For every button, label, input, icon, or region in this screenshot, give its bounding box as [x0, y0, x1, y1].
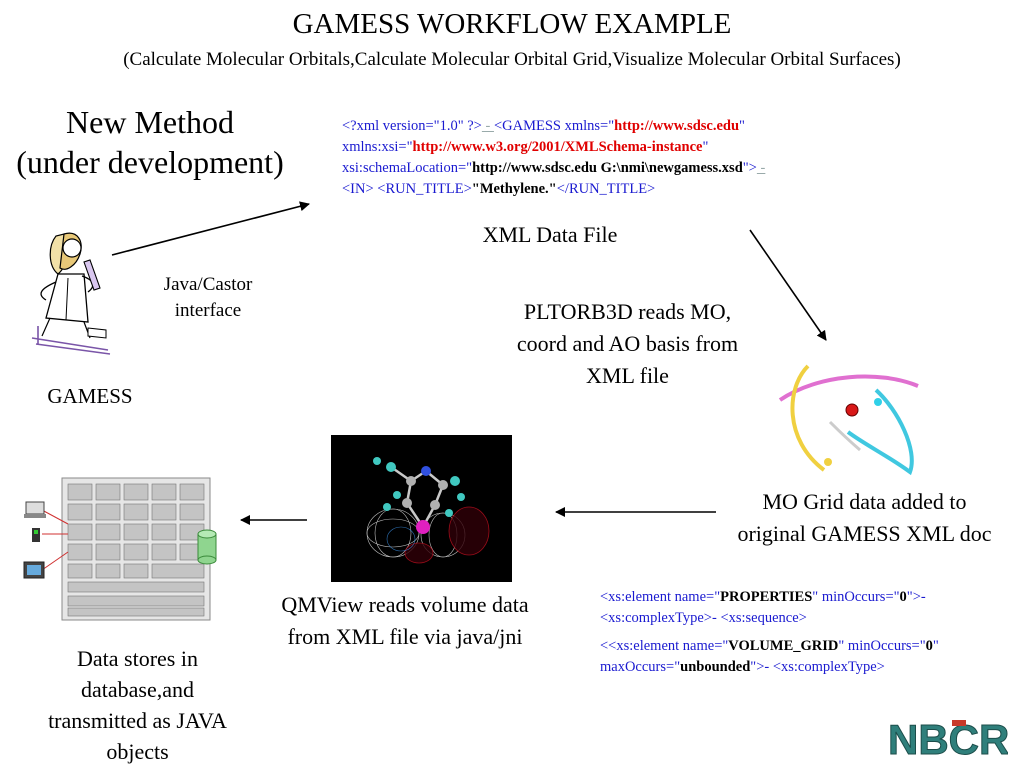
gamess-label: GAMESS: [47, 384, 133, 408]
pltorb-line2: coord and AO basis from: [516, 331, 739, 356]
molecule-visualization: [331, 435, 512, 582]
page-subtitle: (Calculate Molecular Orbitals,Calculate …: [123, 49, 901, 70]
mo-grid-line1: MO Grid data added to: [762, 489, 967, 514]
orbital-graphic: [778, 364, 919, 476]
nbcr-logo: NBCR: [888, 716, 1009, 763]
pltorb-label: PLTORB3D reads MO, coord and AO basis fr…: [480, 296, 775, 392]
xml-run-title-value: "Methylene.": [471, 181, 557, 197]
java-castor-label: Java/Castor interface: [138, 272, 278, 324]
schema-snippet-volume-grid: <<xs:element name="VOLUME_GRID" minOccur…: [600, 636, 1020, 678]
xml-quote: ": [739, 118, 745, 134]
arrow-gamess-to-xml: [111, 201, 310, 256]
xml-tag-close: ">: [742, 160, 757, 176]
schema-maxoccurs-value: unbounded: [680, 659, 751, 675]
mo-grid-label: MO Grid data added to original GAMESS XM…: [712, 486, 1017, 550]
schema-maxoccurs-attr: maxOccurs=": [600, 659, 681, 675]
data-stores-line3: transmitted as JAVA: [48, 708, 227, 733]
schema-complex-type: ">- <xs:complexType>: [750, 659, 885, 675]
data-stores-line1: Data stores in: [77, 646, 198, 671]
new-method-line1: New Method: [66, 104, 234, 140]
schema-tag-close: ">-: [906, 589, 926, 605]
xml-run-title-close: </RUN_TITLE>: [556, 181, 656, 197]
pltorb-line1: PLTORB3D reads MO,: [523, 299, 732, 324]
xml-xsi-attr: xmlns:xsi=": [342, 139, 413, 155]
mo-grid-line2: original GAMESS XML doc: [737, 521, 992, 546]
schema-minoccurs-attr: " minOccurs=": [838, 638, 926, 654]
xml-xsi-value: http://www.w3.org/2001/XMLSchema-instanc…: [412, 139, 703, 155]
schema-element-open: <<xs:element name=": [600, 638, 729, 654]
qmview-label: QMView reads volume data from XML file v…: [250, 589, 560, 653]
new-method-line2: (under development): [16, 144, 284, 180]
nbcr-logo-text: NBCR: [888, 716, 1008, 762]
xml-root-open: <GAMESS xmlns=": [493, 118, 615, 134]
schema-element-name: VOLUME_GRID: [728, 638, 839, 654]
java-castor-line1: Java/Castor: [163, 274, 253, 295]
pltorb-line3: XML file: [586, 363, 669, 388]
xml-run-title-open: <IN> <RUN_TITLE>: [342, 181, 472, 197]
data-stores-label: Data stores in database,and transmitted …: [20, 643, 255, 767]
data-stores-line4: objects: [106, 739, 169, 764]
schema-minoccurs-attr: " minOccurs=": [812, 589, 900, 605]
schema-quote: ": [932, 638, 939, 654]
new-method-label: New Method (under development): [0, 102, 300, 182]
xml-quote: ": [702, 139, 709, 155]
scientist-clipart: [31, 232, 111, 355]
nbcr-logo-letters: NBCR: [888, 716, 1008, 762]
schema-snippet-properties: <xs:element name="PROPERTIES" minOccurs=…: [600, 587, 1015, 629]
schema-minoccurs-value: 0: [925, 638, 933, 654]
schema-element-name: PROPERTIES: [720, 589, 813, 605]
xml-data-file-label: XML Data File: [482, 222, 618, 247]
qmview-line1: QMView reads volume data: [281, 592, 529, 617]
xml-collapse-toggle: -: [756, 160, 766, 176]
schema-minoccurs-value: 0: [899, 589, 907, 605]
xml-collapse-toggle: -: [481, 118, 494, 134]
schema-complex-type: <xs:complexType>- <xs:sequence>: [600, 610, 807, 626]
data-stores-line2: database,and: [81, 677, 194, 702]
page-title: GAMESS WORKFLOW EXAMPLE: [292, 8, 732, 40]
database-architecture-diagram: [23, 477, 217, 621]
qmview-line2: from XML file via java/jni: [287, 624, 523, 649]
arrow-xml-to-orbital: [749, 229, 827, 341]
nbcr-logo-accent: [952, 720, 966, 726]
xml-namespace: http://www.sdsc.edu: [614, 118, 740, 134]
xml-snippet: <?xml version="1.0" ?> - <GAMESS xmlns="…: [342, 116, 1012, 200]
molecule-orbital-surfaces: [366, 457, 490, 564]
xml-declaration: <?xml version="1.0" ?>: [342, 118, 482, 134]
schema-element-open: <xs:element name=": [600, 589, 721, 605]
java-castor-line2: interface: [174, 300, 242, 321]
xml-schema-attr: xsi:schemaLocation=": [342, 160, 473, 176]
xml-schema-value: http://www.sdsc.edu G:\nmi\newgamess.xsd: [472, 160, 743, 176]
